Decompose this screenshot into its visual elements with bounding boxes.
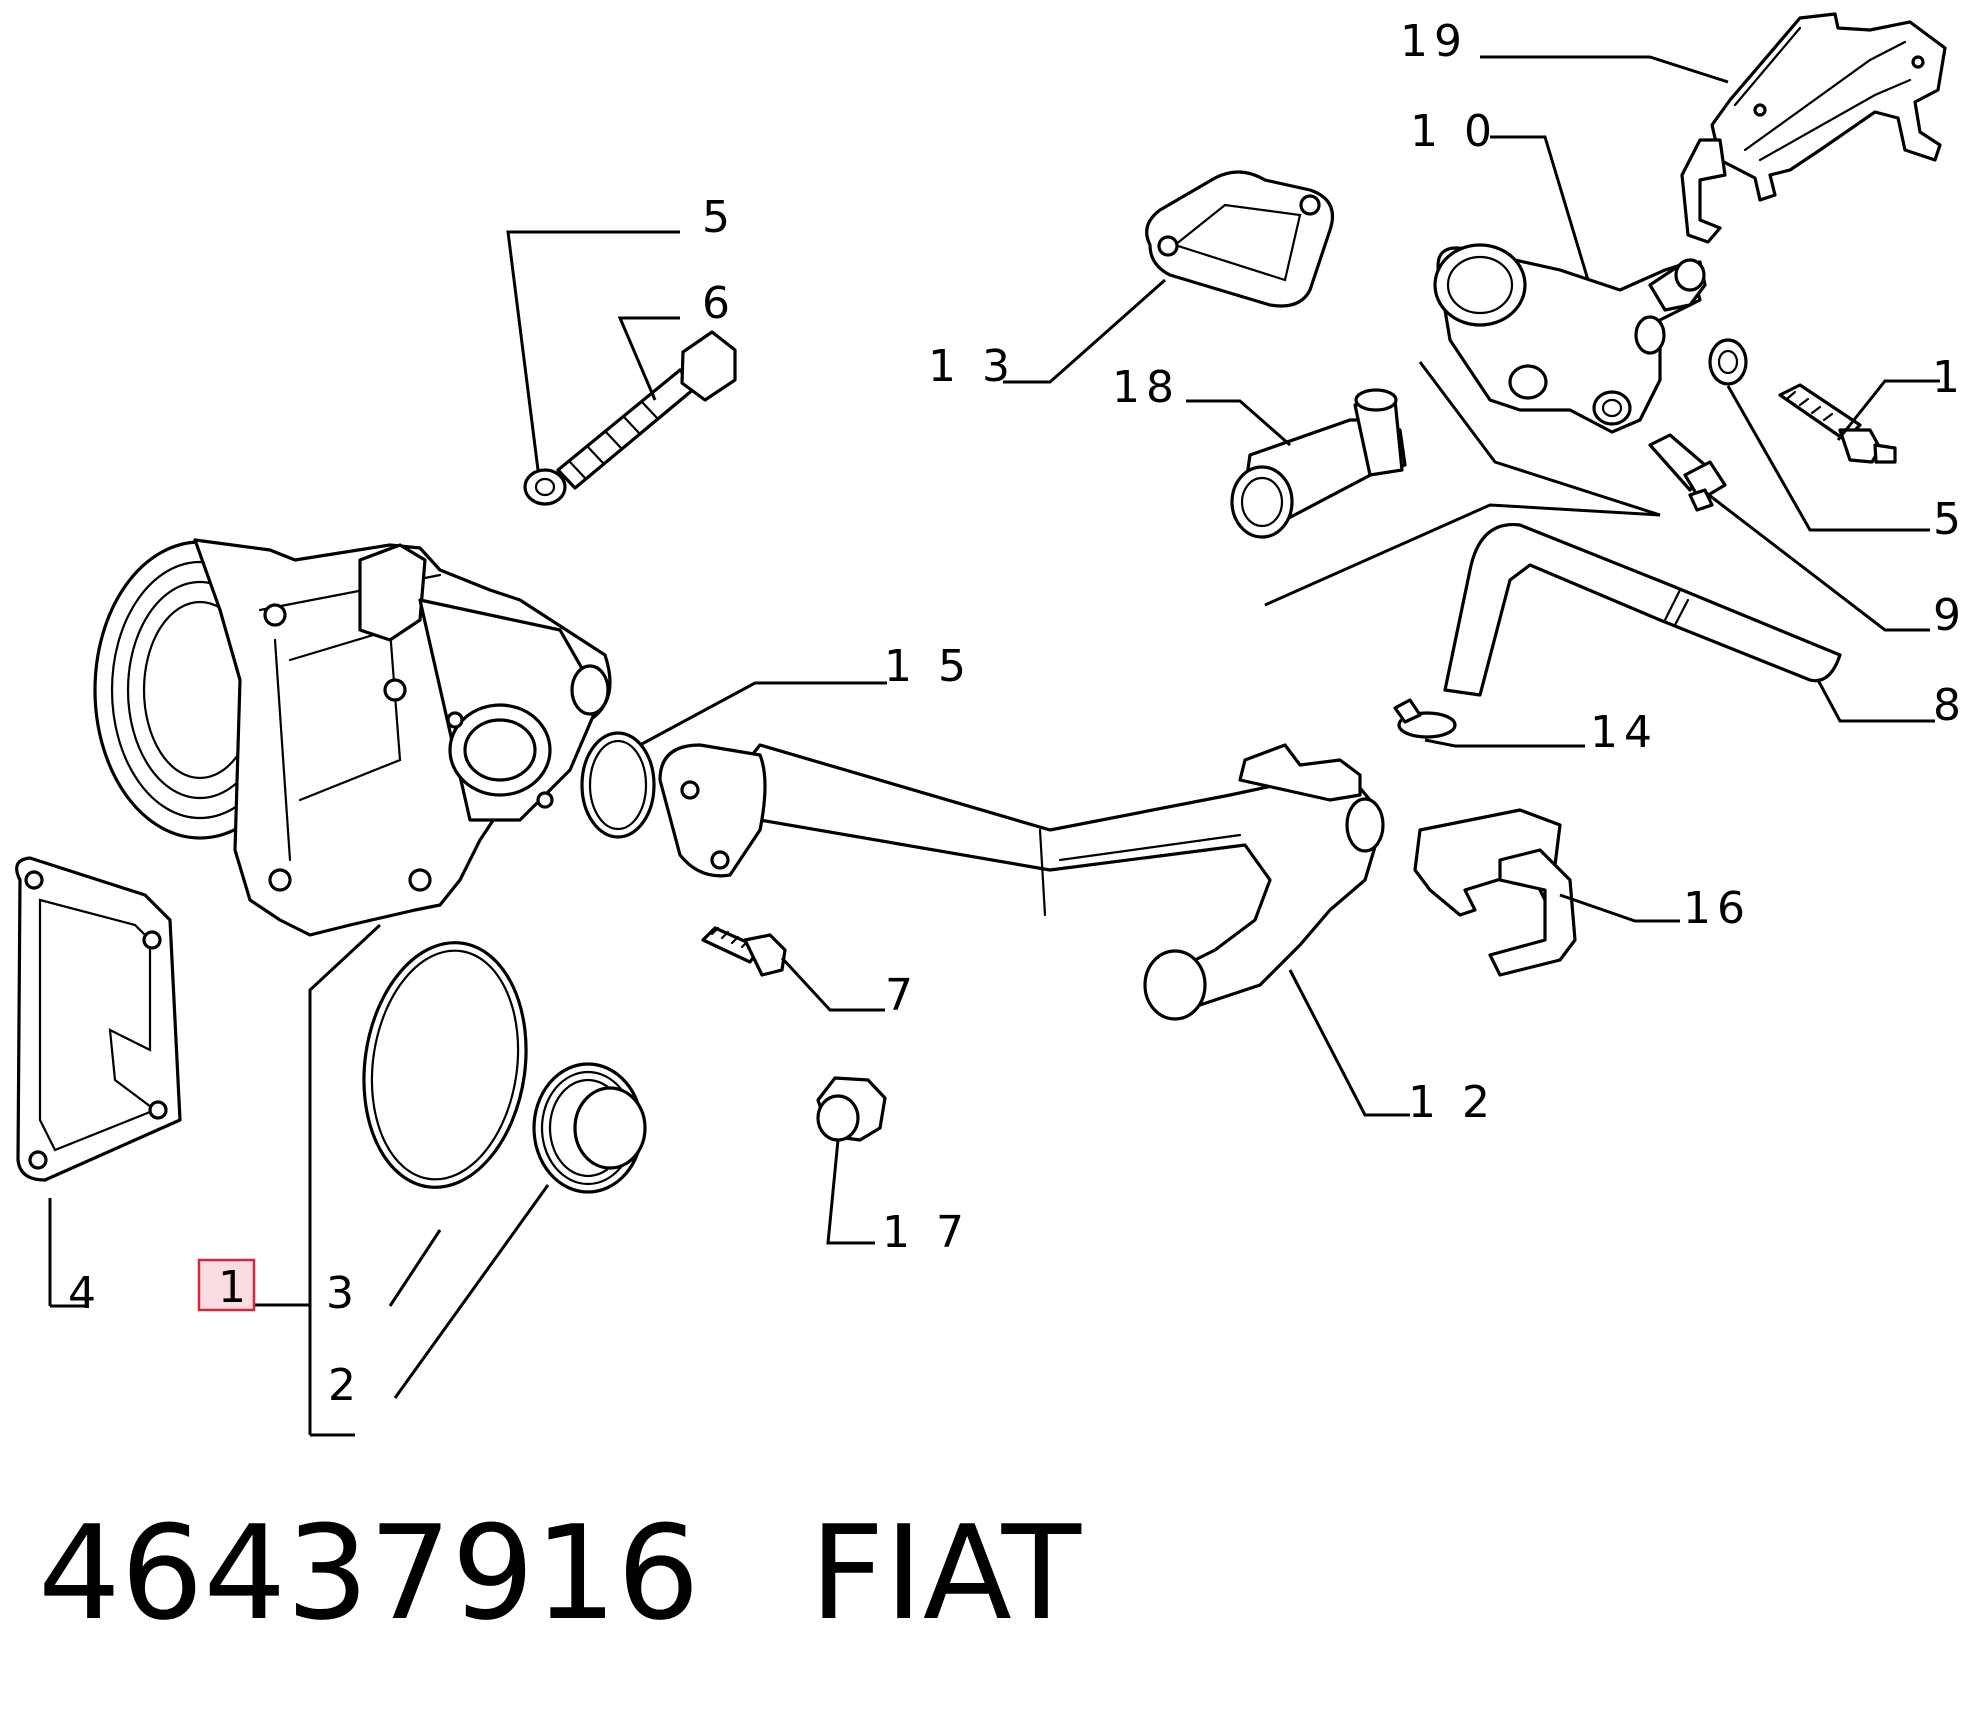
part-3-o-ring — [362, 941, 528, 1189]
part-18-elbow-fitting — [1230, 388, 1407, 539]
callout-5-top: 5 — [702, 192, 736, 243]
part-number: 46437916 — [38, 1497, 700, 1649]
callout-3: 3 — [326, 1268, 360, 1319]
part-9-temperature-sensor — [1648, 433, 1727, 512]
callout-9: 9 — [1933, 590, 1967, 641]
callout-12: 1 2 — [1408, 1077, 1496, 1128]
callout-5-right: 5 — [1933, 494, 1967, 545]
part-11-stud — [1778, 383, 1897, 464]
callout-16: 16 — [1683, 883, 1751, 934]
callout-11: 1 1 — [1932, 352, 1986, 403]
callout-10: 1 0 — [1410, 106, 1498, 157]
part-5-washer-left — [523, 468, 567, 506]
callout-7: 7 — [885, 970, 919, 1021]
part-7-bolt — [701, 926, 787, 977]
part-6-long-bolt — [556, 330, 737, 490]
callout-8: 8 — [1933, 680, 1967, 731]
part-19-bracket — [1680, 12, 1947, 244]
callout-4: 4 — [68, 1268, 102, 1319]
part-5-washer-right — [1708, 338, 1748, 386]
leader-lines — [48, 55, 1940, 1437]
callout-2: 2 — [328, 1360, 362, 1411]
part-10-thermostat-housing — [1433, 243, 1707, 434]
part-15-o-ring — [580, 731, 656, 839]
callout-14: 14 — [1590, 707, 1658, 758]
callout-15: 1 5 — [884, 641, 972, 692]
part-1-water-pump — [93, 538, 612, 937]
part-2-seal — [532, 1062, 647, 1194]
part-17-plug — [816, 1076, 887, 1142]
callout-13: 1 3 — [928, 341, 1016, 392]
part-12-coolant-pipe — [658, 743, 1385, 1021]
callout-labels: 19 1 0 5 6 1 3 18 1 1 5 9 1 5 8 14 16 7 … — [68, 16, 1986, 1411]
callout-1: 1 — [218, 1262, 252, 1313]
brand-name: FIAT — [809, 1497, 1082, 1649]
part-16-clip — [1413, 808, 1577, 977]
part-14-hose-clamp — [1393, 698, 1457, 739]
part-4-gasket — [15, 856, 182, 1182]
highlight-box-callout-1 — [197, 1258, 256, 1312]
callout-18: 18 — [1112, 362, 1180, 413]
callout-17: 1 7 — [882, 1207, 970, 1258]
callout-19: 19 — [1400, 16, 1468, 67]
callout-6: 6 — [702, 278, 736, 329]
part-13-gasket — [1145, 170, 1335, 308]
part-8-hose — [1443, 522, 1842, 697]
